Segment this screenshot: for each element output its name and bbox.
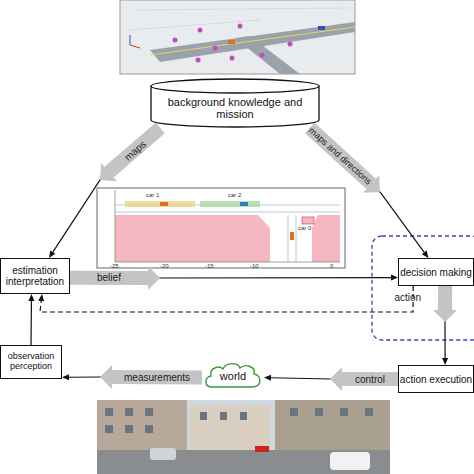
connector-line [30,301,32,345]
edge-label: measurements [124,372,190,383]
building [97,400,187,450]
obstacles [173,24,293,63]
node-text: decision making [400,267,472,278]
arrow-head [442,358,448,365]
plot-label: -15 [205,263,214,269]
axis [130,35,131,45]
process-box: action execution [398,365,474,393]
connector [70,266,398,290]
lane-line [150,27,355,55]
arrow-head [391,275,398,281]
plot-label: car 2 [228,192,241,198]
node-text: estimation interpretation [1,265,69,287]
edge-label: belief [97,272,121,283]
block-arrow [342,372,398,386]
world-cloud: world [202,360,264,392]
car [228,40,235,44]
arrow-head [28,294,34,301]
edge-label: control [355,374,385,385]
connector [38,286,413,312]
forbidden-area [312,215,340,262]
plot-label: -25 [110,263,119,269]
connector [62,365,202,389]
car [290,232,294,240]
lane-line [115,212,340,213]
connector [49,128,160,258]
car [150,448,176,460]
plot-label: -20 [160,263,169,269]
node-text: background knowledge and mission [150,96,320,120]
node-text: observation perception [1,352,61,372]
forbidden-area [115,215,270,262]
building [190,405,270,450]
block-arrow [112,370,202,385]
block-arrow [109,128,160,172]
knowledge-store: background knowledge and mission [150,78,320,128]
plot-label: -10 [250,263,259,269]
car [318,26,325,30]
process-box: decision making [398,258,474,286]
building [275,400,390,450]
car [160,202,168,206]
scene-render [120,0,355,74]
process-box: estimation interpretation [0,258,70,294]
prediction-band [200,201,260,207]
node-text: action execution [400,374,472,385]
obstacle [302,217,314,224]
car [255,446,269,452]
plot-label: car 0 [298,225,311,231]
arrow-head [422,251,429,258]
arrow-head [264,375,271,381]
connector [28,294,34,345]
block-arrow [438,286,452,310]
axis [115,190,116,262]
street-photo [97,400,390,474]
road [97,450,390,474]
lane-line [296,215,297,262]
arrow-head [62,374,69,380]
axis [130,45,140,48]
arrow-head [433,310,457,322]
edge-label: maps and directions [307,125,374,186]
connector-line [53,128,160,252]
connector [264,367,398,391]
edge-label: action [395,292,422,303]
windows [105,408,373,433]
arrow-head [49,250,55,258]
plot-label: car 1 [146,192,159,198]
plot-label: 0 [330,263,333,269]
car [330,452,370,470]
lane-line [288,215,289,262]
arrow-head [100,365,112,389]
plot-frame [97,188,345,268]
prediction-band [125,201,195,207]
node-text: world [220,370,246,382]
connector-line [444,286,445,358]
car [240,202,248,206]
block-arrow [70,271,148,285]
axis [115,262,340,263]
arrow-head [330,367,342,391]
arrow-head [148,266,160,290]
arrow-head [38,294,44,301]
grid-line [130,20,260,30]
grid-line [135,8,350,10]
process-box: observation perception [0,345,62,379]
connector-line [40,286,413,312]
connector [433,286,457,365]
